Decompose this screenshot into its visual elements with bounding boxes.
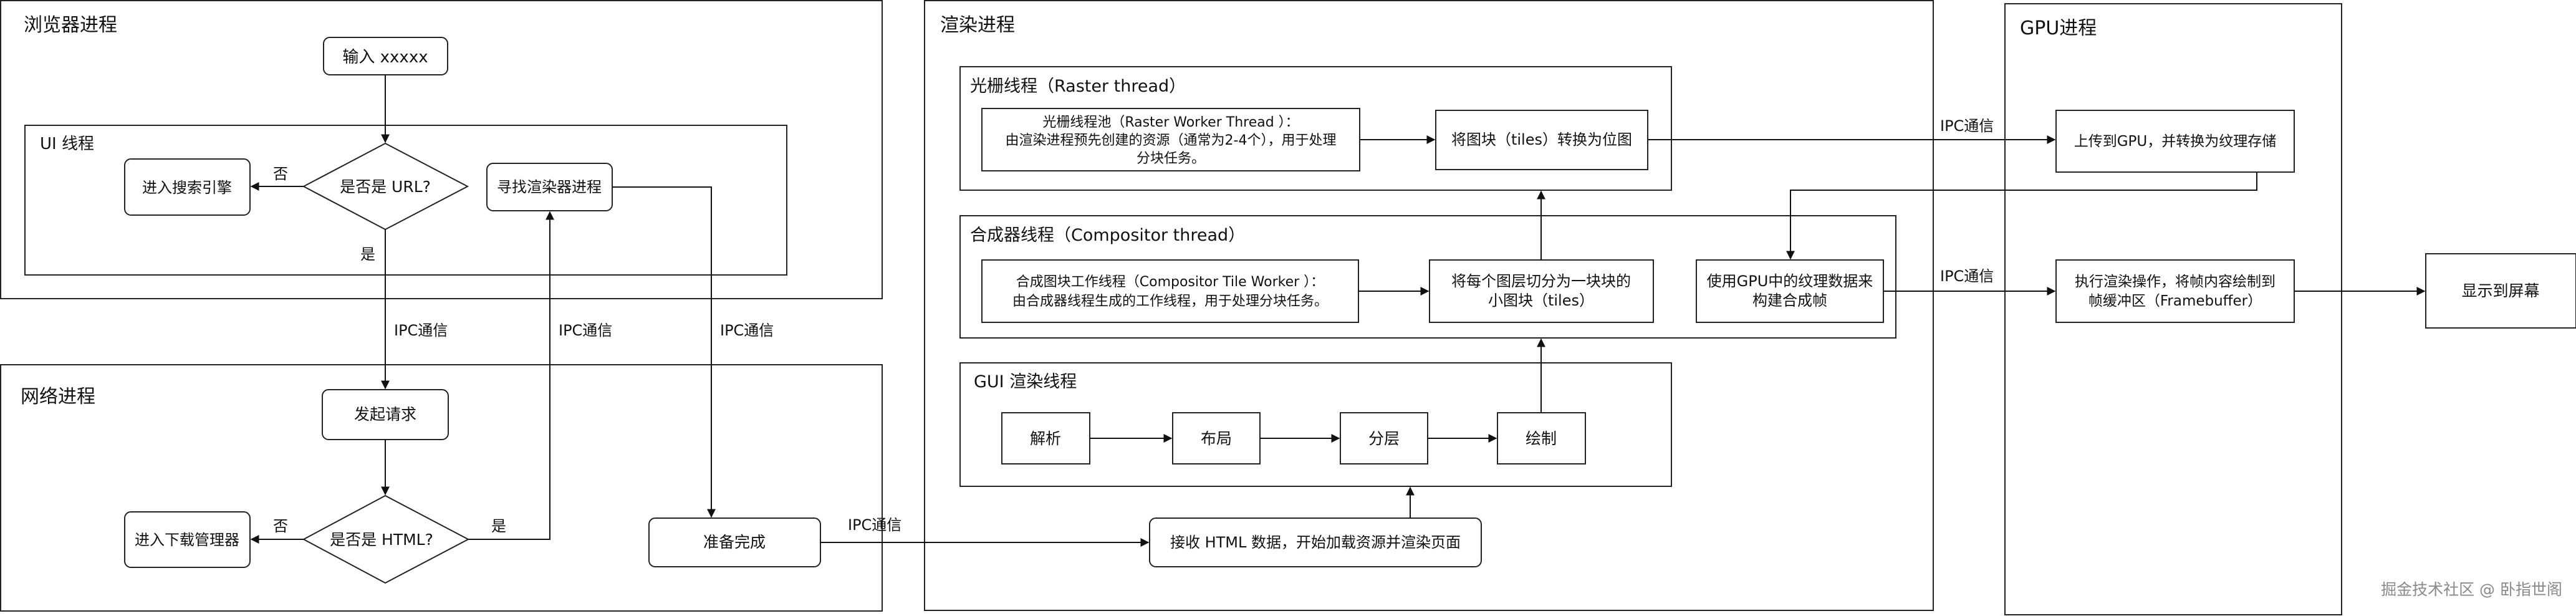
ipc-label-find-ready: IPC通信 bbox=[720, 322, 774, 339]
gpu-compose-frame-node: 使用GPU中的纹理数据来 构建合成帧 bbox=[1696, 259, 1884, 323]
svg-text:进入搜索引擎: 进入搜索引擎 bbox=[142, 179, 232, 196]
svg-text:将图块（tiles）转换为位图: 将图块（tiles）转换为位图 bbox=[1451, 131, 1632, 148]
browser-process-title: 浏览器进程 bbox=[24, 14, 117, 36]
execute-render-node: 执行渲染操作，将帧内容绘制到 帧缓冲区（Framebuffer） bbox=[2055, 259, 2295, 323]
svg-text:是否是 HTML?: 是否是 HTML? bbox=[330, 531, 433, 549]
svg-text:合成图块工作线程（Compositor Tile Worke: 合成图块工作线程（Compositor Tile Worker ）： bbox=[1016, 274, 1324, 290]
raster-worker-pool-node: 光栅线程池（Raster Worker Thread ）： 由渲染进程预先创建的… bbox=[981, 108, 1360, 171]
gpu-process: GPU进程 上传到GPU，并转换为纹理存储 执行渲染操作，将帧内容绘制到 帧缓冲… bbox=[2004, 3, 2342, 615]
svg-text:发起请求: 发起请求 bbox=[354, 405, 416, 423]
screen-node: 显示到屏幕 bbox=[2425, 253, 2576, 329]
network-process-title: 网络进程 bbox=[21, 386, 95, 408]
ipc-label-compose-execute: IPC通信 bbox=[1940, 267, 1994, 285]
receive-html-node: 接收 HTML 数据，开始加载资源并渲染页面 bbox=[1149, 517, 1482, 567]
gui-render-thread: GUI 渲染线程 解析 布局 分层 绘制 bbox=[959, 362, 1672, 487]
label-no-url: 否 bbox=[273, 165, 288, 183]
tiles-to-bitmap-node: 将图块（tiles）转换为位图 bbox=[1435, 110, 1648, 170]
svg-text:由渲染进程预先创建的资源（通常为2-4个），用于处理: 由渲染进程预先创建的资源（通常为2-4个），用于处理 bbox=[1006, 133, 1337, 148]
svg-text:使用GPU中的纹理数据来: 使用GPU中的纹理数据来 bbox=[1707, 272, 1873, 290]
svg-text:构建合成帧: 构建合成帧 bbox=[1752, 292, 1827, 309]
ipc-labels: IPC通信 IPC通信 IPC通信 IPC通信 IPC通信 IPC通信 bbox=[394, 117, 1994, 534]
render-process: 渲染进程 光栅线程（Raster thread） 光栅线程池（Raster Wo… bbox=[924, 0, 1934, 611]
watermark: 掘金技术社区 @ 卧指世阁 bbox=[2381, 580, 2562, 599]
find-renderer-node: 寻找渲染器进程 bbox=[486, 163, 613, 211]
gui-step-parse: 解析 bbox=[1001, 412, 1090, 464]
ipc-label-html-find: IPC通信 bbox=[559, 322, 612, 339]
raster-thread: 光栅线程（Raster thread） 光栅线程池（Raster Worker … bbox=[959, 66, 1672, 191]
label-yes-html: 是 bbox=[491, 517, 506, 535]
compositor-thread: 合成器线程（Compositor thread） 合成图块工作线程（Compos… bbox=[959, 215, 1896, 339]
svg-text:帧缓冲区（Framebuffer）: 帧缓冲区（Framebuffer） bbox=[2088, 293, 2262, 309]
gpu-process-title: GPU进程 bbox=[2020, 17, 2097, 39]
svg-text:绘制: 绘制 bbox=[1526, 430, 1557, 448]
svg-text:将每个图层切分为一块块的: 将每个图层切分为一块块的 bbox=[1451, 272, 1631, 290]
compositor-thread-title: 合成器线程（Compositor thread） bbox=[970, 226, 1245, 245]
svg-text:显示到屏幕: 显示到屏幕 bbox=[2461, 282, 2539, 300]
is-html-decision: 是否是 HTML? bbox=[302, 494, 470, 584]
connectors bbox=[250, 75, 2426, 547]
edge-find-to-ready bbox=[612, 186, 716, 518]
ipc-label-bitmap-upload: IPC通信 bbox=[1940, 117, 1994, 135]
svg-text:准备完成: 准备完成 bbox=[703, 533, 766, 551]
svg-text:上传到GPU，并转换为纹理存储: 上传到GPU，并转换为纹理存储 bbox=[2074, 133, 2277, 150]
render-process-title: 渲染进程 bbox=[940, 14, 1015, 36]
label-yes-url: 是 bbox=[360, 246, 375, 263]
network-process: 网络进程 发起请求 是否是 HTML? 进入下载管理器 准备完成 否 是 bbox=[0, 364, 883, 612]
ui-thread-title: UI 线程 bbox=[40, 135, 94, 153]
svg-text:小图块（tiles）: 小图块（tiles） bbox=[1488, 292, 1594, 309]
ready-node: 准备完成 bbox=[648, 517, 821, 567]
gui-step-layout: 布局 bbox=[1172, 412, 1261, 464]
gui-render-thread-title: GUI 渲染线程 bbox=[974, 372, 1077, 392]
svg-text:分块任务。: 分块任务。 bbox=[1137, 151, 1205, 166]
upload-gpu-node: 上传到GPU，并转换为纹理存储 bbox=[2055, 110, 2295, 173]
browser-process: 浏览器进程 输入 xxxxx UI 线程 是否是 URL? 进入搜索引擎 寻找渲… bbox=[0, 0, 883, 299]
raster-thread-title: 光栅线程（Raster thread） bbox=[970, 77, 1186, 96]
svg-text:分层: 分层 bbox=[1368, 430, 1400, 448]
edge-upload-to-compose bbox=[1786, 172, 2257, 260]
svg-text:接收 HTML 数据，开始加载资源并渲染页面: 接收 HTML 数据，开始加载资源并渲染页面 bbox=[1170, 534, 1461, 551]
svg-text:光栅线程池（Raster Worker Thread ）：: 光栅线程池（Raster Worker Thread ）： bbox=[1042, 115, 1299, 130]
gui-step-paint: 绘制 bbox=[1497, 412, 1586, 464]
svg-text:输入 xxxxx: 输入 xxxxx bbox=[342, 48, 428, 67]
svg-text:布局: 布局 bbox=[1201, 430, 1232, 448]
compositor-tile-worker-node: 合成图块工作线程（Compositor Tile Worker ）： 由合成器线… bbox=[981, 259, 1359, 323]
split-tiles-node: 将每个图层切分为一块块的 小图块（tiles） bbox=[1429, 259, 1654, 323]
svg-text:解析: 解析 bbox=[1030, 430, 1061, 448]
svg-text:执行渲染操作，将帧内容绘制到: 执行渲染操作，将帧内容绘制到 bbox=[2075, 274, 2276, 290]
request-node: 发起请求 bbox=[322, 389, 449, 440]
edge-html-yes-find bbox=[468, 211, 554, 540]
svg-text:是否是 URL?: 是否是 URL? bbox=[340, 178, 431, 196]
ipc-label-ready-receive: IPC通信 bbox=[848, 516, 901, 534]
download-manager-node: 进入下载管理器 bbox=[124, 511, 251, 568]
input-node: 输入 xxxxx bbox=[323, 37, 448, 75]
search-engine-node: 进入搜索引擎 bbox=[124, 158, 251, 216]
label-no-html: 否 bbox=[273, 517, 288, 535]
svg-text:由合成器线程生成的工作线程，用于处理分块任务。: 由合成器线程生成的工作线程，用于处理分块任务。 bbox=[1012, 294, 1328, 309]
svg-text:进入下载管理器: 进入下载管理器 bbox=[135, 531, 239, 549]
ipc-label-url-request: IPC通信 bbox=[394, 322, 448, 339]
svg-text:寻找渲染器进程: 寻找渲染器进程 bbox=[497, 178, 602, 196]
gui-step-layer: 分层 bbox=[1340, 412, 1428, 464]
